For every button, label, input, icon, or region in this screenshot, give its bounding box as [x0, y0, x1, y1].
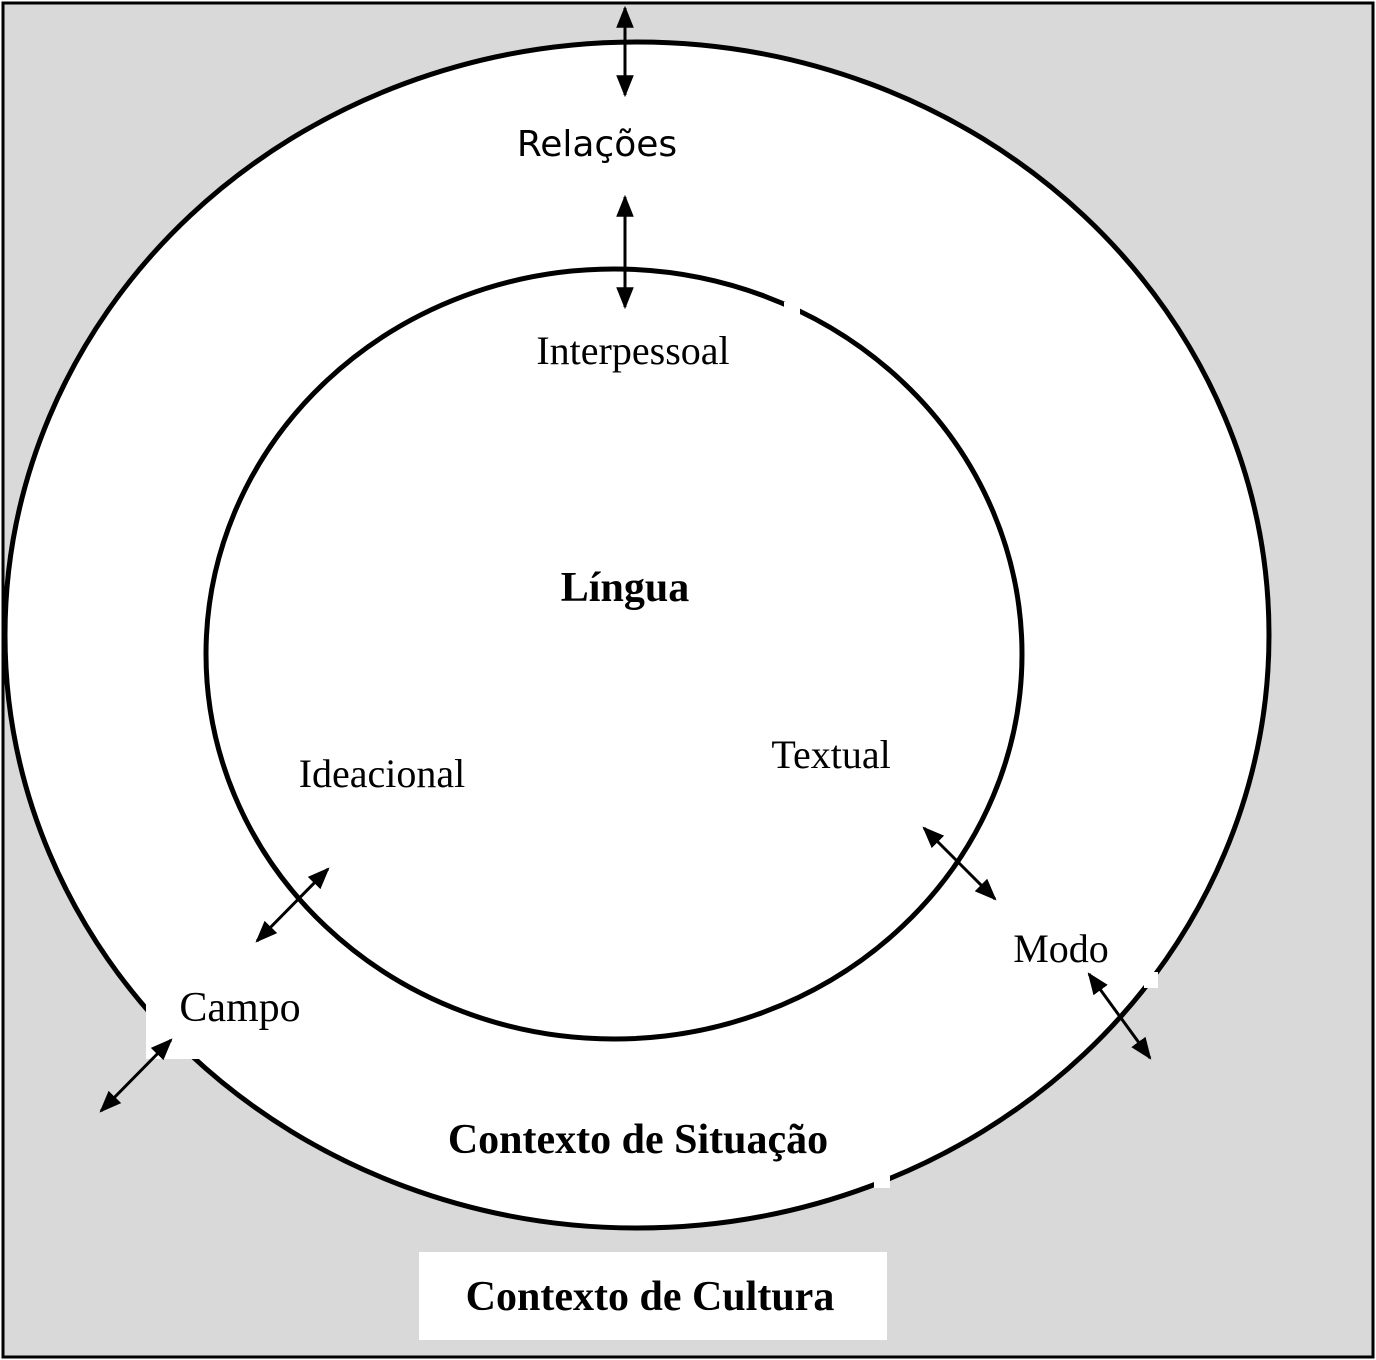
- label-relacoes: Relações: [517, 124, 677, 165]
- outer-circle-gap: [874, 1176, 890, 1188]
- ideacional-campo-arrow: [255, 867, 330, 943]
- campo-outer-arrow: [99, 1038, 173, 1113]
- label-ideacional: Ideacional: [299, 751, 466, 796]
- culture-label-box: [419, 1252, 887, 1340]
- label-contexto-cultura: Contexto de Cultura: [466, 1274, 835, 1320]
- label-lingua: Língua: [561, 565, 689, 611]
- label-interpessoal: Interpessoal: [536, 328, 729, 373]
- label-campo: Campo: [179, 985, 300, 1031]
- label-modo: Modo: [1013, 926, 1109, 971]
- modo-outer-arrow: [1087, 972, 1152, 1060]
- outer-circle-gap-right: [1144, 972, 1158, 988]
- inner-circle-gap: [784, 302, 800, 314]
- label-textual: Textual: [771, 732, 890, 777]
- label-contexto-situacao: Contexto de Situação: [448, 1117, 828, 1163]
- textual-modo-arrow: [922, 826, 997, 901]
- language-circle: [203, 266, 1025, 1042]
